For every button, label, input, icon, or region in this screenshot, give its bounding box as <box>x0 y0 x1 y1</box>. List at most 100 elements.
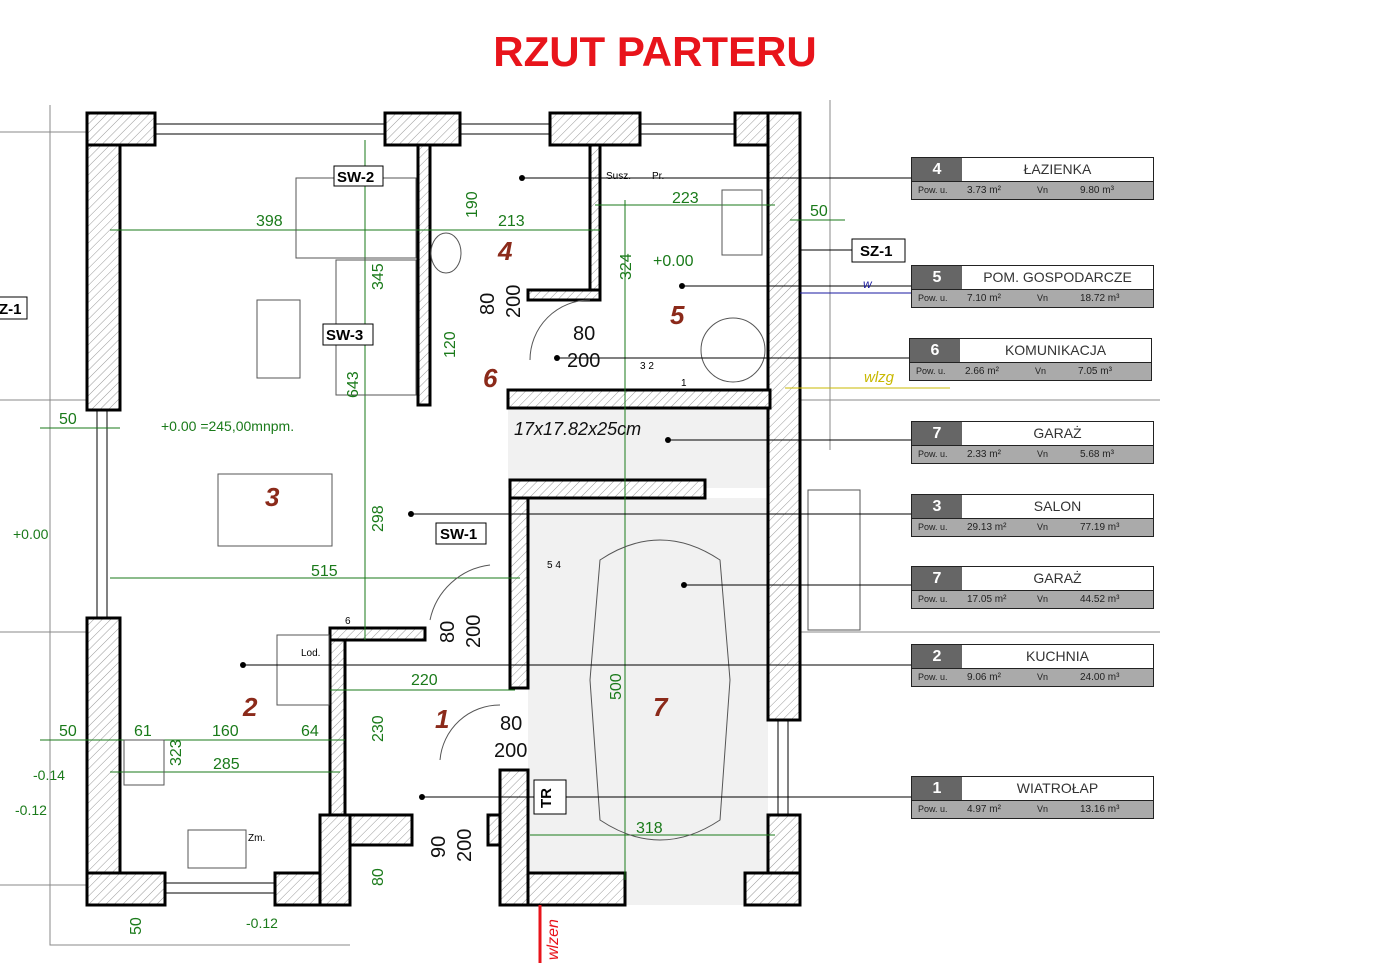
walls <box>85 111 802 907</box>
area-value: 2.33 m² <box>967 449 1001 460</box>
area-label: Pow. u. <box>918 594 948 604</box>
washing-machine <box>700 317 766 383</box>
door-height: 200 <box>503 285 525 318</box>
level-label: -0.12 <box>15 802 47 818</box>
label-zm: Zm. <box>248 833 265 844</box>
volume-label: Vn <box>1037 672 1049 682</box>
room-name: WIATROŁAP <box>962 777 1153 800</box>
room-name: POM. GOSPODARCZE <box>962 266 1153 289</box>
tag-sz-1: SZ-1 <box>860 243 893 260</box>
car-outline <box>589 539 731 841</box>
dim-label: 80 <box>370 868 387 886</box>
volume-label: Vn <box>1035 366 1047 376</box>
dim-label: 50 <box>59 723 77 740</box>
dim-label: +0.00 <box>653 253 694 270</box>
stairs-area <box>508 408 768 488</box>
page-title: RZUT PARTERU <box>493 28 817 75</box>
dim-label: 50 <box>128 917 145 935</box>
dim-label: 61 <box>134 723 152 740</box>
volume-value: 9.80 m³ <box>1080 185 1114 196</box>
label-wlzen: wlzen <box>545 919 562 960</box>
area-label: Pow. u. <box>916 366 946 376</box>
dim-label: 515 <box>311 563 338 580</box>
area-value: 17.05 m² <box>967 594 1007 605</box>
room-name: ŁAZIENKA <box>962 158 1153 181</box>
room-number-2: 2 <box>242 692 258 722</box>
volume-label: Vn <box>1037 293 1049 303</box>
room-name: GARAŻ <box>962 567 1153 590</box>
area-label: Pow. u. <box>918 672 948 682</box>
dim-label: 160 <box>212 723 239 740</box>
garage-floor <box>528 498 768 905</box>
dim-label: 323 <box>168 739 185 766</box>
terrace-outline <box>0 100 1160 946</box>
dim-label: 285 <box>213 756 240 773</box>
cooktop <box>123 739 165 786</box>
tag-sw-1: SW-1 <box>440 526 477 543</box>
dimension-labels: 398 213 190 345 223 324 +0.00 50 80 200 … <box>13 190 828 935</box>
stairs-label: 17x17.82x25cm <box>514 419 641 439</box>
sofa <box>295 177 417 259</box>
level-label: +0.00 =245,00mnpm. <box>161 418 294 434</box>
door-width: 80 <box>477 293 499 315</box>
volume-value: 13.16 m³ <box>1080 804 1120 815</box>
dim-label: 345 <box>370 263 387 290</box>
door-width: 80 <box>500 713 522 735</box>
label-susz: Susz. <box>606 171 631 182</box>
room-name: SALON <box>962 495 1153 518</box>
level-label: -0.12 <box>246 915 278 931</box>
room-name: KOMUNIKACJA <box>960 339 1151 362</box>
volume-label: Vn <box>1037 804 1049 814</box>
room-number-1: 1 <box>435 704 449 734</box>
area-label: Pow. u. <box>918 185 948 195</box>
element-tags: SW-2 SW-3 SW-1 SZ-1 Z-1 TR <box>0 165 906 815</box>
volume-value: 44.52 m³ <box>1080 594 1120 605</box>
dim-label: 643 <box>345 371 362 398</box>
door-width: 90 <box>428 836 450 858</box>
volume-label: Vn <box>1037 522 1049 532</box>
label-3-2: 3 2 <box>640 361 654 372</box>
tag-sw-3: SW-3 <box>326 327 363 344</box>
door-swings <box>429 299 591 761</box>
area-value: 2.66 m² <box>965 366 999 377</box>
room-number: 7 <box>912 422 962 445</box>
kitchen-sink <box>187 829 247 869</box>
volume-value: 7.05 m³ <box>1078 366 1112 377</box>
volume-label: Vn <box>1037 594 1049 604</box>
tag-tr: TR <box>538 788 555 808</box>
dining-table <box>217 473 333 547</box>
room-number-6: 6 <box>483 363 498 393</box>
room-number-4: 4 <box>497 236 513 266</box>
dim-label: 50 <box>810 203 828 220</box>
door-width: 80 <box>437 621 459 643</box>
volume-value: 77.19 m³ <box>1080 522 1120 533</box>
volume-value: 5.68 m³ <box>1080 449 1114 460</box>
dim-label: 398 <box>256 213 283 230</box>
label-wlzg: wlzg <box>864 369 895 386</box>
dim-label: 190 <box>464 191 481 218</box>
room-name: GARAŻ <box>962 422 1153 445</box>
area-label: Pow. u. <box>918 449 948 459</box>
dim-label: 120 <box>442 331 459 358</box>
dim-label: 220 <box>411 672 438 689</box>
label-w: w <box>863 277 873 291</box>
area-label: Pow. u. <box>918 293 948 303</box>
room-number-5: 5 <box>670 300 685 330</box>
area-value: 29.13 m² <box>967 522 1007 533</box>
dim-label: 500 <box>608 673 625 700</box>
small-labels: Susz. Pr. Lod. Zm. 3 2 1 5 4 6 wlzen wlz… <box>248 171 895 960</box>
door-width: 80 <box>573 323 595 345</box>
dim-label: 324 <box>618 253 635 280</box>
room-number: 4 <box>912 158 962 181</box>
room-number: 3 <box>912 495 962 518</box>
furniture <box>123 177 861 869</box>
coffee-table <box>256 299 301 379</box>
washbasin <box>430 232 462 274</box>
